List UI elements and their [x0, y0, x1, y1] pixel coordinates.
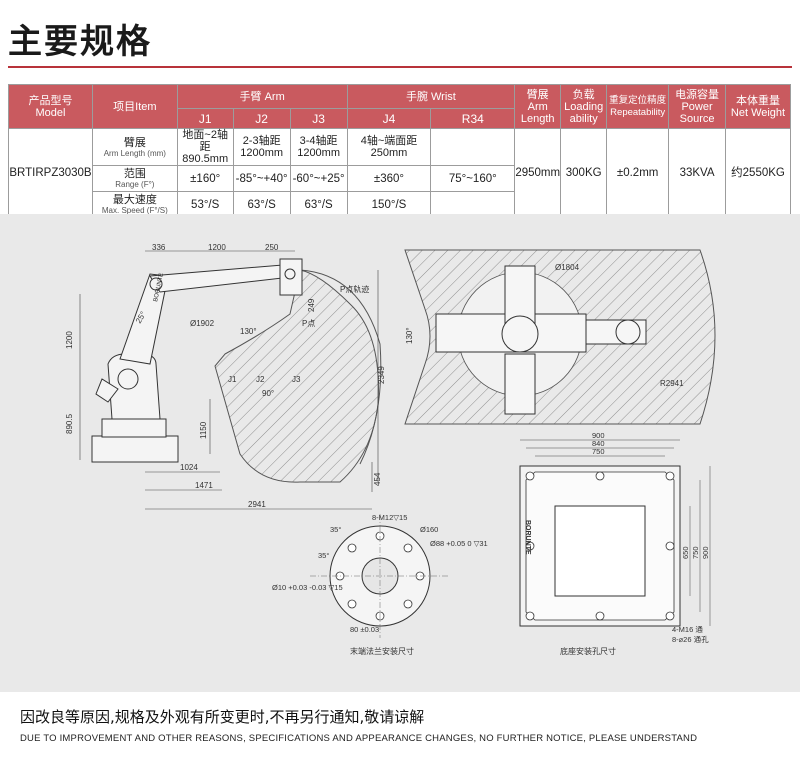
repeatability-cell: ±0.2mm — [606, 128, 670, 218]
label-j2: J2 — [256, 375, 265, 384]
base-dim-750-top: 750 — [592, 447, 605, 456]
base-dim-holes: 8-⌀26 通孔 — [672, 634, 709, 644]
dim-1024: 1024 — [180, 463, 198, 472]
dim-phi1804: Ø1804 — [555, 263, 580, 272]
header-j2: J2 — [232, 108, 291, 129]
flange-dim-35b: 35° — [318, 551, 329, 560]
power-cell: 33KVA — [668, 128, 727, 218]
flange-dim-80: 80 ±0.03 — [350, 625, 379, 634]
arm-length-cell: 2950mm — [514, 128, 562, 218]
flange-dim-phi88: Ø88 +0.05 0 ▽31 — [430, 539, 488, 548]
cell-j3: -60°~+25° — [289, 165, 348, 192]
dim-249: 249 — [307, 298, 316, 312]
dim-90deg: 90° — [262, 389, 274, 398]
flange-dim-phi160: Ø160 — [420, 525, 438, 534]
header-j3: J3 — [289, 108, 348, 129]
flange-dim-35a: 35° — [330, 525, 341, 534]
header-r34: R34 — [430, 108, 516, 129]
notice-chinese: 因改良等原因,规格及外观有所变更时,不再另行通知,敬请谅解 — [20, 708, 425, 726]
header-j4: J4 — [346, 108, 432, 129]
header-wrist-group: 手腕 Wrist — [346, 84, 516, 109]
flange-drawing: 8-M12▽15 Ø160 Ø88 +0.05 0 ▽31 Ø10 +0.03 … — [272, 513, 488, 656]
base-dim-750-side: 750 — [691, 546, 700, 559]
cell-j1: ±160° — [176, 165, 234, 192]
top-view-drawing: Ø1804 130° R2941 — [404, 249, 716, 425]
cell-j3: 63°/S — [289, 191, 348, 218]
base-drawing: BORUNTE 900 840 750 650 750 900 4-M16 通 … — [519, 431, 711, 656]
dim-250: 250 — [265, 243, 279, 252]
robot-top — [435, 265, 647, 415]
p-path-outline — [299, 269, 382, 465]
base-dim-840: 840 — [592, 439, 605, 448]
base-dim-900-side: 900 — [701, 546, 710, 559]
robot-side — [91, 258, 303, 463]
cell-j4: ±360° — [346, 165, 432, 192]
cell-r34: 75°~160° — [430, 165, 516, 192]
dim-1471: 1471 — [195, 481, 213, 490]
dim-336: 336 — [152, 243, 166, 252]
loading-cell: 300KG — [560, 128, 608, 218]
side-view-drawing: BORUNTE 336 1200 250 1200 890.5 1024 147… — [65, 243, 386, 510]
base-brand: BORUNTE — [524, 520, 531, 555]
dim-130deg-top: 130° — [405, 327, 414, 344]
header-arm-group: 手臂 Arm — [176, 84, 348, 109]
dim-130deg-side: 130° — [240, 327, 257, 336]
dim-1150: 1150 — [199, 421, 208, 439]
flange-caption: 末端法兰安装尺寸 — [350, 646, 414, 656]
header-item: 项目Item — [91, 84, 178, 129]
flange-dim-m12: 8-M12▽15 — [372, 513, 407, 522]
title-divider — [8, 66, 792, 68]
base-dim-900-top: 900 — [592, 431, 605, 440]
label-j3: J3 — [292, 375, 301, 384]
dim-2349: 2349 — [377, 366, 386, 384]
dim-phi1902: Ø1902 — [190, 319, 215, 328]
dim-2941: 2941 — [248, 500, 266, 509]
dim-454: 454 — [373, 472, 382, 486]
work-envelope-side — [214, 269, 379, 483]
label-j1: J1 — [228, 375, 237, 384]
cell-j1: 53°/S — [176, 191, 234, 218]
base-caption: 底座安装孔尺寸 — [560, 646, 616, 656]
notice-english: DUE TO IMPROVEMENT AND OTHER REASONS, SP… — [20, 733, 698, 744]
cell-r34 — [430, 128, 516, 166]
robot-brand-side: BORUNTE — [153, 272, 165, 302]
dim-890-5: 890.5 — [65, 413, 74, 434]
dim-r2941: R2941 — [660, 379, 684, 388]
base-dim-650: 650 — [681, 546, 690, 559]
cell-j2: -85°~+40° — [232, 165, 291, 192]
p-path-label: P点轨迹 — [340, 284, 369, 294]
base-dim-m16: 4-M16 通 — [672, 624, 703, 634]
flange-dim-phi10: Ø10 +0.03 -0.03 ▽15 — [272, 583, 343, 592]
weight-cell: 约2550KG — [725, 128, 791, 218]
dim-1200-left: 1200 — [65, 331, 74, 349]
page-title: 主要规格 — [8, 22, 152, 62]
model-cell: BRTIRPZ3030B — [8, 128, 93, 218]
drawings-svg: BORUNTE 336 1200 250 1200 890.5 1024 147… — [65, 243, 716, 656]
p-point-label: P点 — [302, 319, 315, 328]
technical-drawings: BORUNTE 336 1200 250 1200 890.5 1024 147… — [0, 214, 800, 692]
header-j1: J1 — [176, 108, 234, 129]
dim-1200-top: 1200 — [208, 243, 226, 252]
cell-r34 — [430, 191, 516, 218]
